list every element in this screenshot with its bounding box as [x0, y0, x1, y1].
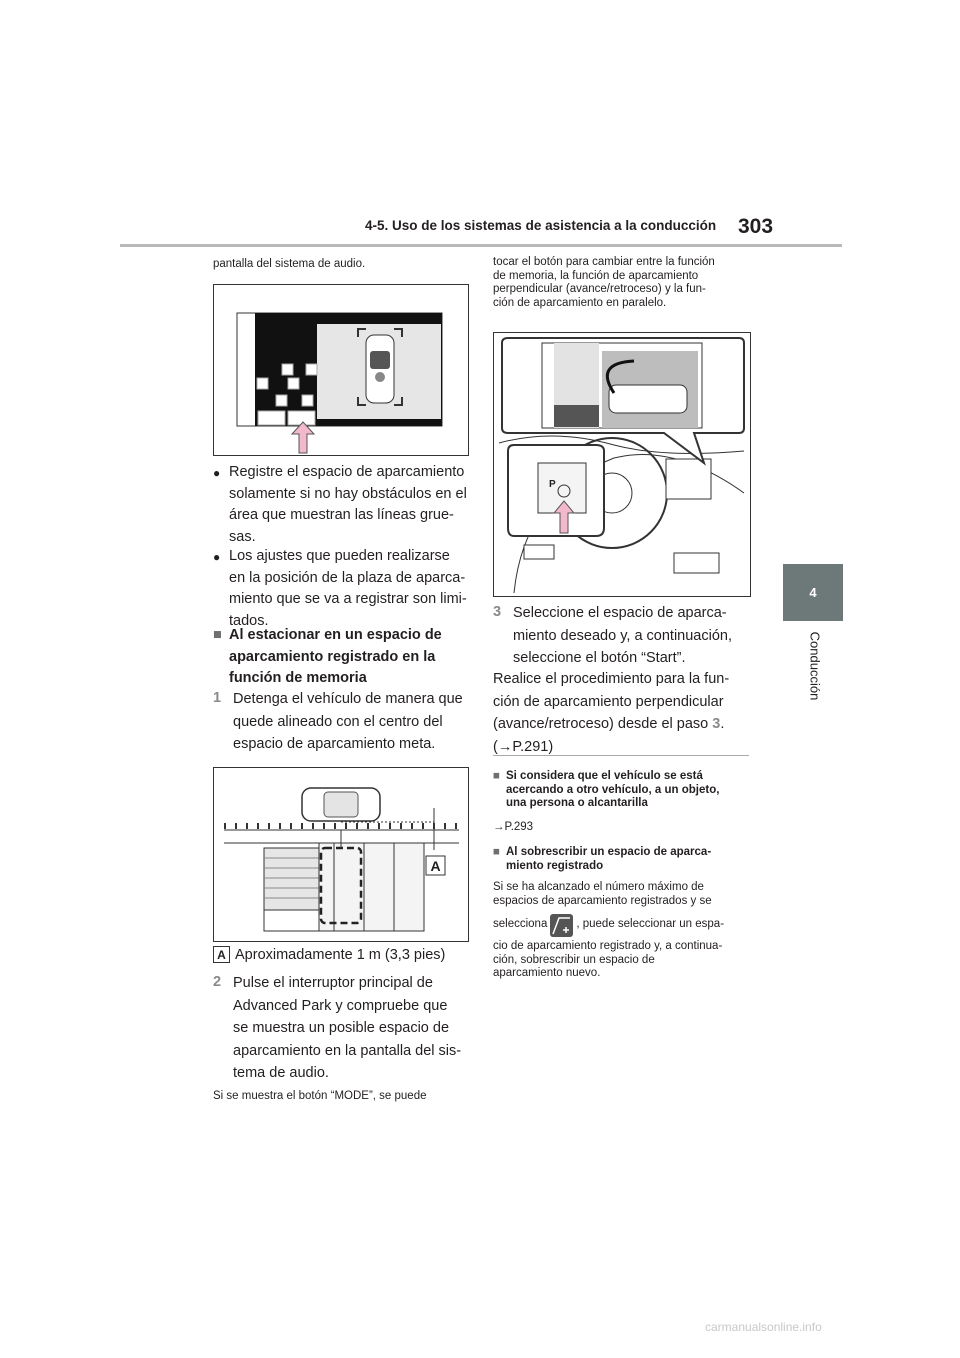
- figure-audio-screen: [213, 284, 469, 456]
- step-3: 3 Seleccione el espacio de aparca-miento…: [493, 604, 732, 666]
- registered-parking-icon: [550, 913, 574, 937]
- chapter-tab[interactable]: 4: [783, 564, 843, 621]
- section-title: 4-5. Uso de los sistemas de asistencia a…: [365, 218, 717, 233]
- page-number: 303: [738, 215, 774, 238]
- square-bullet-icon: ■: [213, 627, 222, 643]
- callout-label: A: [430, 858, 440, 874]
- right-intro: tocar el botón para cambiar entre la fun…: [493, 256, 715, 309]
- callout-a-description: Aproximadamente 1 m (3,3 pies): [235, 947, 446, 963]
- square-bullet-icon: ■: [493, 770, 500, 782]
- watermark: carmanualsonline.info: [705, 1320, 822, 1334]
- note-heading-2: ■ Al sobrescribir un espacio de aparca-m…: [493, 846, 712, 872]
- chapter-label: Conducción: [807, 631, 823, 701]
- parking-button-label: P: [549, 479, 556, 490]
- note-2-body-cont: cio de aparcamiento registrado y, a cont…: [493, 940, 723, 979]
- figure-parking-alignment: A: [213, 767, 469, 942]
- square-bullet-icon: ■: [493, 846, 500, 858]
- note-2-inline: selecciona , puede seleccionar un espa-: [493, 912, 755, 938]
- bullet-icon: ●: [213, 550, 221, 564]
- figure-dashboard: P: [493, 332, 751, 597]
- left-intro: pantalla del sistema de audio.: [213, 258, 366, 270]
- page-reference-link[interactable]: (→P.291): [493, 738, 554, 755]
- note-1-reference[interactable]: →P.293: [493, 821, 534, 833]
- callout-a-badge: A: [213, 946, 230, 963]
- section-divider: [493, 755, 749, 756]
- left-note: Si se muestra el botón “MODE”, se puede: [213, 1090, 427, 1102]
- header-divider: [120, 244, 842, 247]
- bullet-icon: ●: [213, 466, 221, 480]
- procedure-paragraph: Realice el procedimiento para la fun- ci…: [493, 668, 755, 758]
